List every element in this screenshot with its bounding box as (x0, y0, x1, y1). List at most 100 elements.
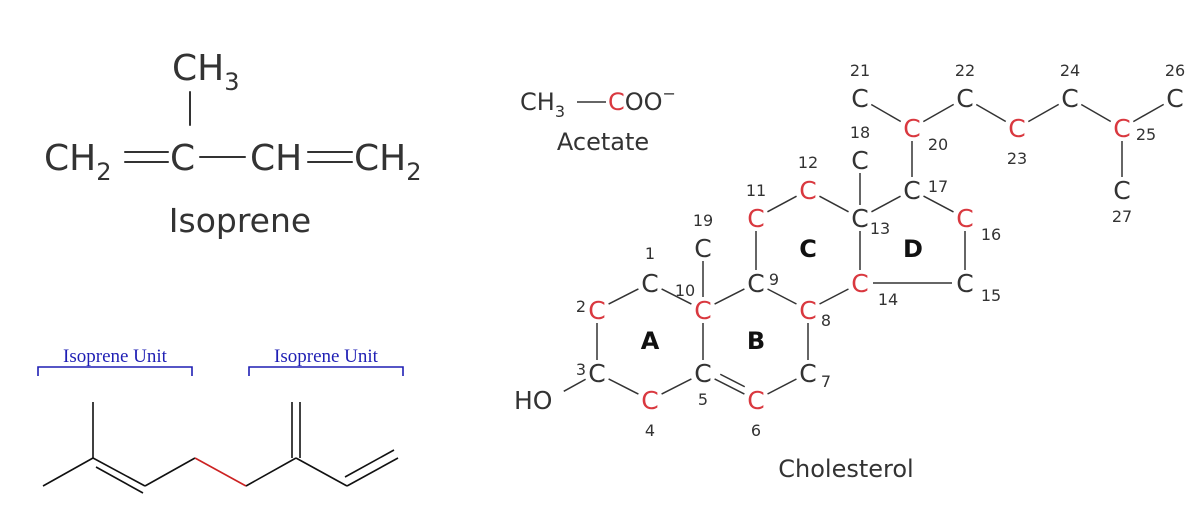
carbon-number-1: 1 (645, 244, 655, 263)
carbon-atom-c22: C (956, 84, 973, 113)
carbon-number-23: 23 (1007, 149, 1027, 168)
carbon-number-21: 21 (850, 61, 870, 80)
acetate-ch3: CH3 (520, 88, 565, 121)
isoprene-unit-bracket-right (248, 366, 404, 376)
ring-label-d: D (903, 235, 923, 263)
bond-c4-c5 (661, 378, 692, 395)
carbon-number-11: 11 (746, 181, 766, 200)
carbon-number-24: 24 (1060, 61, 1080, 80)
bond-c20-c21 (870, 103, 902, 123)
cholesterol-name: Cholesterol (778, 455, 913, 483)
carbon-number-8: 8 (821, 311, 831, 330)
skeleton-bond-5 (245, 457, 297, 487)
carbon-number-9: 9 (769, 270, 779, 289)
bond-c12-c13 (819, 195, 849, 213)
bond-c25-c26 (1132, 103, 1165, 123)
carbon-atom-c13: C (851, 204, 868, 233)
carbon-number-2: 2 (576, 297, 586, 316)
isoprene-c-center: C (170, 138, 195, 179)
carbon-atom-c6: C (747, 386, 764, 415)
carbon-atom-c15: C (956, 269, 973, 298)
cholesterol-bonds (563, 103, 1165, 395)
bond-c10-c1 (661, 288, 692, 305)
bond-c8-c9 (767, 288, 797, 305)
skeleton-double-bond-1b (95, 466, 144, 494)
isoprene-unit-label-left: Isoprene Unit (63, 346, 168, 367)
carbon-atom-c17: C (903, 176, 920, 205)
carbon-number-17: 17 (928, 177, 948, 196)
carbon-number-25: 25 (1136, 125, 1156, 144)
bond-c9-c10 (714, 288, 745, 305)
skeleton-link-bond (194, 457, 247, 487)
carbon-atom-c24: C (1061, 84, 1078, 113)
skeleton-double-bond-3a (346, 457, 399, 487)
bond-c6-c7 (767, 378, 797, 395)
carbon-number-22: 22 (955, 61, 975, 80)
carbon-number-18: 18 (850, 123, 870, 142)
carbon-number-20: 20 (928, 135, 948, 154)
isoprene-units-skeleton: Isoprene Unit Isoprene Unit (37, 346, 404, 494)
skeleton-bond-1 (42, 457, 94, 487)
carbon-atom-c21: C (851, 84, 868, 113)
isoprene-structure: CH3 CH2 C CH CH2 Isoprene (44, 48, 422, 240)
carbon-number-14: 14 (878, 290, 898, 309)
carbon-number-27: 27 (1112, 207, 1132, 226)
carbon-atom-c16: C (956, 204, 973, 233)
carbon-atom-c2: C (588, 296, 605, 325)
carbon-number-3: 3 (576, 360, 586, 379)
cholesterol-labels: HO A B C D Cholesterol (514, 235, 923, 483)
carbon-atom-c10: C (694, 296, 711, 325)
carbon-number-6: 6 (751, 421, 761, 440)
acetate-coo: COO− (608, 84, 676, 116)
ring-label-a: A (641, 327, 660, 355)
carbon-atom-c23: C (1008, 114, 1025, 143)
carbon-number-12: 12 (798, 153, 818, 172)
carbon-atom-c27: C (1113, 176, 1130, 205)
bond-c17-c16 (923, 195, 954, 213)
carbon-number-10: 10 (675, 281, 695, 300)
ring-label-b: B (747, 327, 765, 355)
bond-c1-c2 (608, 288, 639, 305)
carbon-number-15: 15 (981, 286, 1001, 305)
isoprene-ch-mid: CH (250, 138, 302, 179)
bond-c20-c22 (922, 103, 955, 123)
skeleton-bond-3 (144, 457, 196, 487)
carbon-number-7: 7 (821, 372, 831, 391)
bond-c5-c6-double (719, 373, 746, 388)
ring-label-c: C (799, 235, 817, 263)
bond-c11-c12 (767, 195, 797, 213)
carbon-atom-c11: C (747, 204, 764, 233)
carbon-atom-c8: C (799, 296, 816, 325)
acetate-structure: CH3 COO− Acetate (520, 84, 676, 156)
isoprene-name: Isoprene (169, 201, 311, 240)
isoprene-methyl: CH3 (172, 48, 240, 96)
carbon-atom-c18: C (851, 146, 868, 175)
carbon-atom-c25: C (1113, 114, 1130, 143)
skeleton-double-bond-1a (92, 457, 146, 487)
carbon-number-26: 26 (1165, 61, 1185, 80)
carbon-atom-c5: C (694, 359, 711, 388)
carbon-number-19: 19 (693, 211, 713, 230)
carbon-atom-c3: C (588, 359, 605, 388)
bond-c14-c8 (819, 288, 849, 305)
carbon-atom-c26: C (1166, 84, 1183, 113)
carbon-atom-c19: C (694, 234, 711, 263)
acetate-name: Acetate (557, 128, 649, 156)
skeleton-bond-7 (295, 457, 348, 487)
carbon-atom-c1: C (641, 269, 658, 298)
carbon-number-5: 5 (698, 390, 708, 409)
isoprene-unit-label-right: Isoprene Unit (274, 346, 379, 367)
bond-c3-c4 (608, 378, 639, 395)
isoprene-ch2-left: CH2 (44, 138, 112, 186)
bond-c23-c24 (1027, 103, 1060, 123)
isoprene-ch2-right: CH2 (354, 138, 422, 186)
bond-c22-c23 (975, 103, 1007, 123)
bond-c24-c25 (1080, 103, 1112, 123)
cholesterol-hydroxyl: HO (514, 386, 552, 415)
carbon-number-4: 4 (645, 421, 655, 440)
carbon-number-16: 16 (981, 225, 1001, 244)
carbon-atom-c9: C (747, 269, 764, 298)
